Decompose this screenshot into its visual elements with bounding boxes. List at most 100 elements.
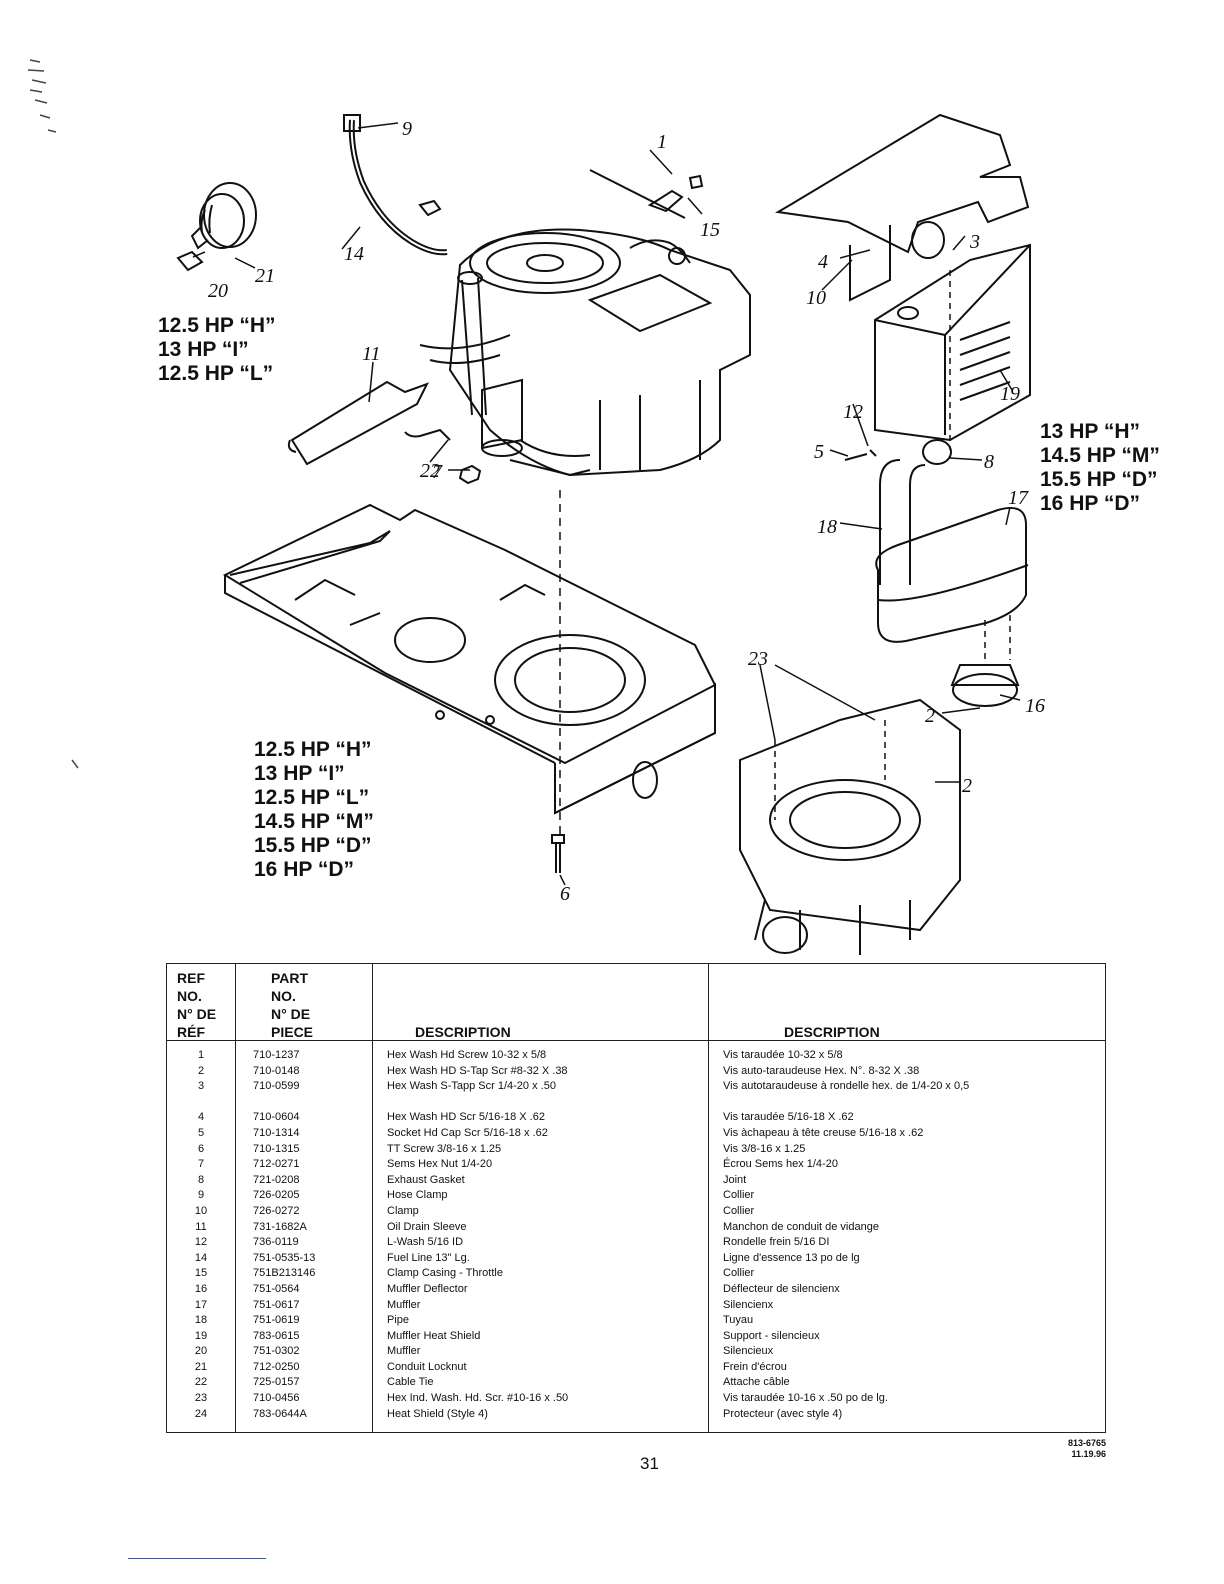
screw-part-6 bbox=[551, 834, 565, 873]
exploded-parts-diagram: 1 2 2 3 4 5 6 7 8 9 10 11 12 14 15 16 17… bbox=[27, 59, 1045, 955]
document-code: 813-6765 11.19.96 bbox=[1050, 1438, 1106, 1460]
ref-cell: 16 bbox=[194, 1282, 208, 1295]
model-label: 12.5 HP “H” bbox=[254, 738, 372, 761]
description-en-cell: Sems Hex Nut 1/4-20 bbox=[387, 1158, 493, 1171]
page-number: 31 bbox=[640, 1454, 659, 1473]
description-en-cell: Oil Drain Sleeve bbox=[387, 1220, 467, 1233]
description-fr-cell: Collier bbox=[723, 1189, 755, 1202]
model-list-lower: 12.5 HP “H” 13 HP “I” 12.5 HP “L” 14.5 H… bbox=[254, 738, 374, 882]
ref-cell: 5 bbox=[197, 1126, 205, 1139]
description-en-cell: Muffler Deflector bbox=[387, 1282, 468, 1295]
ref-cell: 17 bbox=[194, 1298, 208, 1311]
throttle-clamp-part-15 bbox=[589, 169, 704, 219]
description-en-cell: Clamp Casing - Throttle bbox=[387, 1267, 503, 1280]
header-rule bbox=[167, 1040, 1105, 1041]
part-number-cell: 726-0272 bbox=[253, 1204, 300, 1217]
engine-assembly bbox=[404, 228, 751, 477]
callout-19: 19 bbox=[1000, 383, 1020, 405]
description-fr-cell: Support - silencieux bbox=[723, 1329, 820, 1342]
part-number-cell: 751-0302 bbox=[253, 1345, 300, 1358]
description-fr-cell: Vis taraudée 10-32 x 5/8 bbox=[723, 1049, 843, 1061]
model-list-upper-left: 12.5 HP “H” 13 HP “I” 12.5 HP “L” bbox=[158, 314, 276, 386]
muffler-part-17 bbox=[875, 506, 1029, 643]
header-ref: REF NO. N° DE RÉF bbox=[177, 970, 217, 1040]
callout-9: 9 bbox=[402, 118, 412, 140]
description-fr-cell: Vis taraudée 10-16 x .50 po de lg. bbox=[723, 1392, 888, 1405]
callout-10: 10 bbox=[806, 287, 826, 309]
callout-1: 1 bbox=[657, 131, 667, 153]
description-fr-cell: Frein d'écrou bbox=[723, 1360, 787, 1373]
description-en-cell: Muffler bbox=[387, 1298, 421, 1311]
description-fr-cell: Rondelle frein 5/16 DI bbox=[723, 1236, 830, 1249]
nut-part-7 bbox=[458, 464, 482, 485]
description-fr-cell: Vis àchapeau à tête creuse 5/16-18 x .62 bbox=[723, 1126, 924, 1139]
description-en-cell: Muffler bbox=[387, 1345, 421, 1358]
part-number-cell: 710-0604 bbox=[253, 1111, 300, 1124]
part-number-cell: 710-1314 bbox=[253, 1126, 300, 1139]
footer-link-line bbox=[128, 1558, 266, 1559]
callout-16: 16 bbox=[1025, 695, 1045, 717]
screw-23-axis bbox=[774, 720, 886, 820]
callout-22: 22 bbox=[420, 460, 440, 482]
model-label: 14.5 HP “M” bbox=[1040, 444, 1160, 467]
callout-3: 3 bbox=[969, 231, 980, 253]
callout-17: 17 bbox=[1008, 487, 1029, 509]
model-label: 15.5 HP “D” bbox=[254, 834, 372, 857]
ref-cell: 20 bbox=[194, 1345, 208, 1358]
ref-cell: 6 bbox=[197, 1142, 205, 1155]
part-number-cell: 751-0617 bbox=[253, 1298, 300, 1311]
ref-cell: 14 bbox=[194, 1251, 208, 1264]
description-en-cell: Hex Ind. Wash. Hd. Scr. #10-16 x .50 bbox=[387, 1392, 569, 1405]
description-fr-cell: Ligne d'essence 13 po de lg bbox=[723, 1251, 860, 1264]
callout-6: 6 bbox=[560, 883, 570, 905]
model-label: 16 HP “D” bbox=[254, 858, 354, 881]
ref-cell: 3 bbox=[197, 1080, 205, 1093]
model-list-right: 13 HP “H” 14.5 HP “M” 15.5 HP “D” 16 HP … bbox=[1040, 420, 1160, 516]
part-number-cell: 751B213146 bbox=[253, 1267, 316, 1280]
part-number-cell: 751-0619 bbox=[253, 1314, 300, 1327]
description-en-cell: Hex Wash HD Scr 5/16-18 X .62 bbox=[387, 1111, 545, 1124]
screw-part-5 bbox=[844, 449, 877, 461]
callout-11: 11 bbox=[362, 343, 381, 365]
model-label: 12.5 HP “L” bbox=[254, 786, 370, 809]
callout-12: 12 bbox=[843, 401, 863, 423]
model-label: 13 HP “I” bbox=[158, 338, 249, 361]
callout-2b: 2 bbox=[925, 705, 935, 727]
callout-7: 7 bbox=[432, 461, 443, 483]
ref-cell: 22 bbox=[194, 1376, 208, 1389]
description-fr-cell: Joint bbox=[723, 1173, 747, 1186]
fuel-line-part-14 bbox=[343, 114, 448, 256]
parts-table: REF NO. N° DE RÉF PART NO. N° DE PIECE D… bbox=[166, 963, 1106, 1433]
callout-18: 18 bbox=[817, 516, 837, 538]
ref-cell: 23 bbox=[194, 1392, 208, 1405]
doc-date: 11.19.96 bbox=[1071, 1449, 1106, 1459]
description-en-cell: Hex Wash HD S-Tap Scr #8-32 X .38 bbox=[387, 1064, 568, 1077]
header-description-fr: DESCRIPTION bbox=[784, 1024, 880, 1040]
ref-cell: 7 bbox=[197, 1158, 205, 1171]
scan-speckles bbox=[27, 59, 79, 769]
model-label: 16 HP “D” bbox=[1040, 492, 1140, 515]
part-number-cell: 783-0615 bbox=[253, 1329, 300, 1342]
ref-cell: 15 bbox=[194, 1267, 208, 1280]
part-number-cell: 725-0157 bbox=[253, 1376, 300, 1389]
callout-leaders bbox=[192, 122, 1021, 886]
description-en-cell: Muffler Heat Shield bbox=[387, 1329, 481, 1342]
exhaust-gasket-part-8 bbox=[922, 439, 952, 465]
callout-23: 23 bbox=[748, 648, 768, 670]
description-fr-cell: Protecteur (avec style 4) bbox=[723, 1407, 843, 1420]
description-fr-cell: Déflecteur de silencienx bbox=[723, 1282, 840, 1295]
